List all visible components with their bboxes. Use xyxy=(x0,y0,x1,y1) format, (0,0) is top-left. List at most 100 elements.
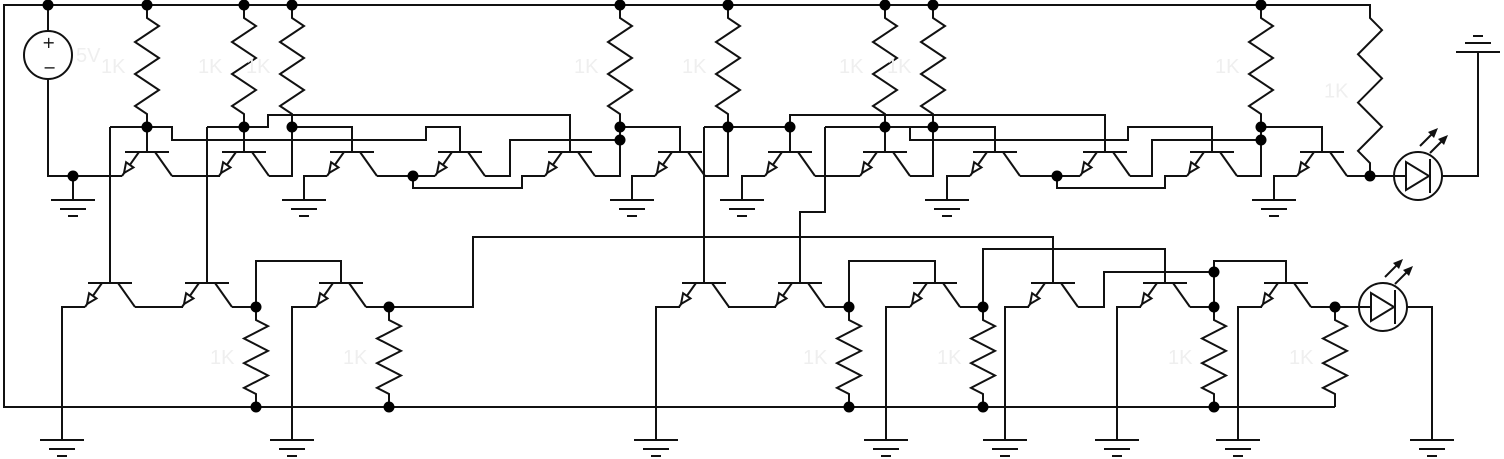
junction-dot xyxy=(407,170,419,182)
junction-dot xyxy=(927,121,939,133)
transistor-collector xyxy=(1219,151,1238,177)
npn-transistor xyxy=(678,282,730,308)
emitter-arrow-icon xyxy=(775,291,789,306)
junction-dot xyxy=(1255,121,1267,133)
led-icon xyxy=(1358,259,1413,332)
junction-dot xyxy=(879,121,891,133)
junction-dot xyxy=(1364,170,1376,182)
junction-dot xyxy=(250,301,262,313)
transistor-collector xyxy=(807,282,826,308)
junction-dot xyxy=(1208,301,1220,313)
resistor-value-label: 1K xyxy=(839,56,864,78)
wire xyxy=(909,126,1213,152)
transistor-collector xyxy=(1293,282,1312,308)
emitter-arrow-icon xyxy=(219,160,233,175)
wire xyxy=(389,236,1054,308)
junction-dot xyxy=(614,0,626,11)
transistor-collector xyxy=(942,282,961,308)
resistor-zigzag xyxy=(1199,307,1229,407)
wire xyxy=(255,260,342,307)
resistor-value-label: 1K xyxy=(803,347,828,369)
junction-dot xyxy=(843,401,855,413)
ground-icon xyxy=(610,199,654,217)
emitter-arrow-icon xyxy=(679,291,693,306)
junction-dot xyxy=(927,0,939,11)
wire xyxy=(595,127,621,177)
resistor-value-label: 1K xyxy=(1324,81,1349,103)
junction-dot xyxy=(1329,301,1341,313)
emitter-arrow-icon xyxy=(85,291,99,306)
junction-dot xyxy=(286,0,298,11)
junction-dot xyxy=(614,134,626,146)
npn-transistor xyxy=(969,151,1021,177)
npn-transistor xyxy=(544,151,596,177)
wire xyxy=(885,306,910,440)
emitter-arrow-icon xyxy=(1297,160,1311,175)
ground-icon xyxy=(282,199,326,217)
wire xyxy=(789,114,1106,152)
ground-icon xyxy=(1410,439,1454,457)
wire xyxy=(910,127,934,177)
wire xyxy=(47,79,122,177)
ground-icon xyxy=(40,439,84,457)
ground-icon xyxy=(864,439,908,457)
light-arrow-head xyxy=(1438,135,1448,145)
ground-icon xyxy=(1095,439,1139,457)
wire xyxy=(1261,126,1323,152)
ground-icon xyxy=(634,439,678,457)
emitter-arrow-icon xyxy=(1187,160,1201,175)
transistor-collector xyxy=(1002,151,1021,177)
junction-dot xyxy=(1208,266,1220,278)
transistor-collector xyxy=(117,282,136,308)
wire xyxy=(1004,306,1029,440)
ground-icon xyxy=(1216,439,1260,457)
junction-dot xyxy=(141,0,153,11)
junction-dot xyxy=(977,301,989,313)
resistor-zigzag xyxy=(1247,5,1275,127)
junction-dot xyxy=(383,301,395,313)
npn-transistor xyxy=(909,282,961,308)
resistor-zigzag xyxy=(606,5,634,127)
npn-transistor xyxy=(326,151,378,177)
light-arrow-head xyxy=(1403,266,1413,276)
wire xyxy=(1213,260,1287,283)
wire xyxy=(292,126,353,152)
wire xyxy=(61,306,85,440)
wire xyxy=(705,127,729,177)
emitter-arrow-icon xyxy=(860,160,874,175)
transistor-collector xyxy=(359,151,378,177)
resistor-value-label: 1K xyxy=(574,56,599,78)
resistor-zigzag xyxy=(374,307,404,407)
npn-transistor xyxy=(121,151,173,177)
npn-transistor xyxy=(654,151,706,177)
wire xyxy=(620,126,681,152)
ground-icon xyxy=(51,199,95,217)
transistor-collector xyxy=(348,282,367,308)
junction-dot xyxy=(286,121,298,133)
resistor xyxy=(1247,5,1275,127)
emitter-arrow-icon xyxy=(545,160,559,175)
resistor-zigzag xyxy=(1320,307,1350,407)
ground-icon xyxy=(925,199,969,217)
emitter-arrow-icon xyxy=(435,160,449,175)
resistor-value-label: 1K xyxy=(101,56,126,78)
voltage-source: +− xyxy=(23,30,73,80)
transistor-collector xyxy=(797,151,816,177)
resistor xyxy=(278,5,306,127)
junction-dot xyxy=(250,401,262,413)
resistor xyxy=(241,307,271,407)
wire xyxy=(291,306,316,440)
npn-transistor xyxy=(1260,282,1312,308)
resistor-value-label: 1K xyxy=(1215,56,1240,78)
npn-transistor xyxy=(859,151,911,177)
resistor xyxy=(606,5,634,127)
junction-dot xyxy=(614,121,626,133)
wire xyxy=(207,114,571,152)
emitter-arrow-icon xyxy=(1261,291,1275,306)
junction-dot xyxy=(1208,401,1220,413)
wire xyxy=(1442,52,1479,177)
npn-transistor xyxy=(1027,282,1079,308)
junction-dot xyxy=(843,301,855,313)
